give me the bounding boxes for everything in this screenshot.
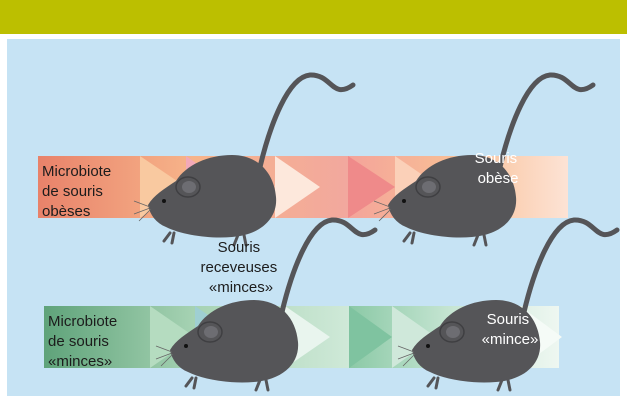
lean-microbiota-label: Microbiote de souris «minces» (48, 313, 121, 370)
header-bar (0, 0, 627, 34)
